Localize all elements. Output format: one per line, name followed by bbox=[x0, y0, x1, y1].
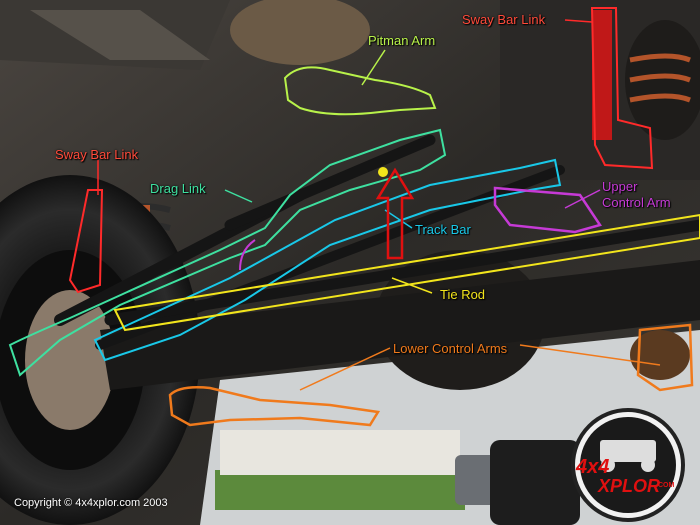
track-bar-label: Track Bar bbox=[415, 222, 471, 237]
sway-bar-link-left-outline bbox=[68, 189, 104, 294]
lower-control-arm-left-outline bbox=[168, 386, 381, 427]
lower-control-arm-pointer-left bbox=[299, 347, 391, 391]
track-bar-outline bbox=[93, 158, 562, 362]
logo-line2: XPLOR bbox=[598, 476, 661, 496]
drag-link-outline bbox=[8, 128, 447, 377]
logo-text: 4x4 XPLOR .COM bbox=[568, 420, 688, 520]
logo-suffix: .COM bbox=[656, 482, 675, 489]
right-tire bbox=[490, 440, 580, 525]
logo bbox=[571, 408, 685, 522]
tie-rod-outline bbox=[113, 213, 700, 332]
pitman-arm-outline bbox=[283, 66, 437, 116]
track-bar-pointer bbox=[384, 209, 413, 229]
drag-link-pointer bbox=[224, 189, 253, 203]
lower-control-arm-pointer-right bbox=[519, 344, 661, 366]
upper-control-arm-inner-outline bbox=[239, 239, 256, 271]
track-bar-arrow bbox=[375, 167, 415, 260]
shock-absorber bbox=[592, 10, 612, 140]
upper-control-arm-pointer bbox=[564, 189, 601, 209]
sway-bar-link-right-label: Sway Bar Link bbox=[462, 12, 546, 27]
lower-control-arms-label: Lower Control Arms bbox=[393, 341, 508, 356]
sway-bar-link-right-outline bbox=[590, 7, 654, 170]
pitman-arm-label: Pitman Arm bbox=[368, 33, 436, 48]
upper-control-arm-outline bbox=[493, 186, 602, 234]
pitman-arm-pointer bbox=[361, 49, 386, 86]
lower-control-arm-right-outline bbox=[636, 323, 694, 392]
upper-control-arm-label-line1: Upper bbox=[602, 179, 638, 194]
marker-dot bbox=[378, 167, 388, 177]
sway-bar-link-left-label: Sway Bar Link bbox=[55, 147, 139, 162]
upper-control-arm-label-line2: Control Arm bbox=[602, 195, 671, 210]
sway-bar-link-right-pointer bbox=[564, 19, 593, 23]
logo-line1: 4x4 bbox=[576, 456, 610, 478]
copyright-text: Copyright © 4x4xplor.com 2003 bbox=[14, 497, 168, 509]
drag-link-label: Drag Link bbox=[150, 181, 206, 196]
tie-rod-pointer bbox=[391, 277, 433, 294]
tie-rod-label: Tie Rod bbox=[440, 287, 486, 302]
